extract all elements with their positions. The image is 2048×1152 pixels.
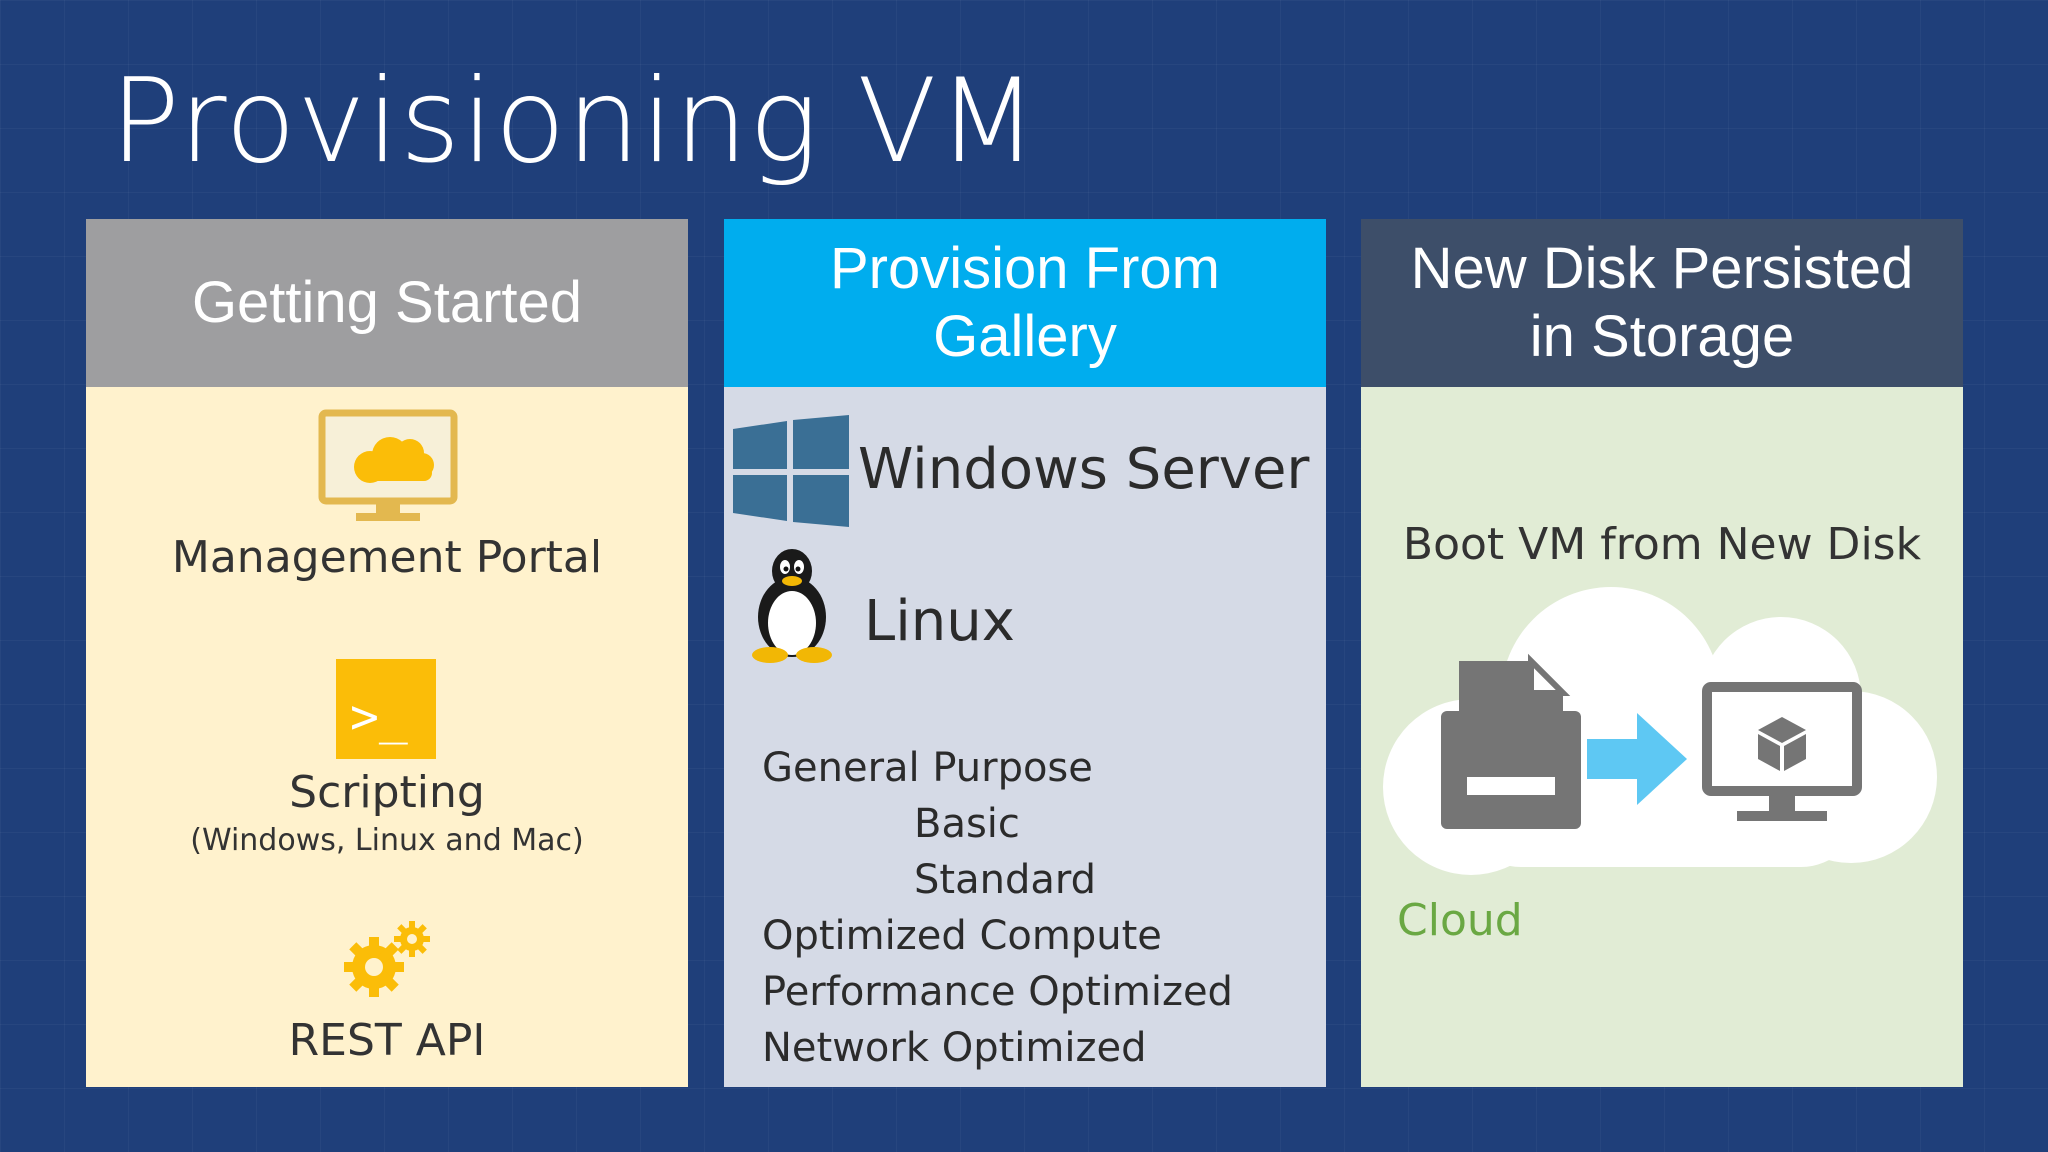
management-portal-label: Management Portal [171, 532, 603, 583]
storage-header: New Disk Persisted in Storage [1361, 219, 1963, 387]
scripting-label: Scripting [289, 767, 485, 818]
spec-basic: Basic [914, 801, 1020, 847]
terminal-prompt: >_ [350, 689, 408, 745]
getting-started-panel: Getting Started Management Portal >_ Scr… [86, 219, 688, 1087]
spec-general-purpose: General Purpose [762, 745, 1093, 791]
windows-server-label: Windows Server [858, 437, 1310, 502]
spec-performance-optimized: Performance Optimized [762, 969, 1233, 1015]
arrow-right-icon [1587, 713, 1687, 805]
gallery-panel: Provision From Gallery Windows Server Li… [724, 219, 1326, 1087]
gallery-header-line2: Gallery [933, 304, 1117, 369]
scripting-subtitle: (Windows, Linux and Mac) [190, 823, 584, 858]
spec-network-optimized: Network Optimized [762, 1025, 1147, 1071]
gears-icon [344, 921, 430, 997]
terminal-icon: >_ [336, 659, 436, 759]
gallery-header: Provision From Gallery [724, 219, 1326, 387]
monitor-vm-icon [1702, 682, 1862, 821]
storage-header-line1: New Disk Persisted [1410, 236, 1914, 301]
gallery-body: Windows Server Linux General Purpose Bas… [724, 387, 1326, 1087]
spec-optimized-compute: Optimized Compute [762, 913, 1162, 959]
getting-started-body: Management Portal >_ Scripting (Windows,… [86, 387, 688, 1087]
slide-title: Provisioning VM [110, 54, 1039, 189]
gallery-header-line1: Provision From [830, 236, 1220, 301]
storage-header-line2: in Storage [1529, 304, 1795, 369]
rest-api-label: REST API [288, 1015, 486, 1066]
linux-label: Linux [864, 589, 1015, 654]
cloud-label: Cloud [1397, 895, 1523, 946]
tux-penguin-icon [752, 549, 832, 663]
getting-started-header: Getting Started [86, 219, 688, 387]
spec-standard: Standard [914, 857, 1096, 903]
cloud-diagram [1383, 587, 1937, 875]
boot-vm-label: Boot VM from New Disk [1402, 519, 1922, 570]
storage-panel: New Disk Persisted in Storage Boot VM fr… [1361, 219, 1963, 1087]
storage-body: Boot VM from New Disk [1361, 387, 1963, 1087]
monitor-cloud-icon [318, 409, 458, 521]
windows-logo-icon [733, 415, 849, 527]
